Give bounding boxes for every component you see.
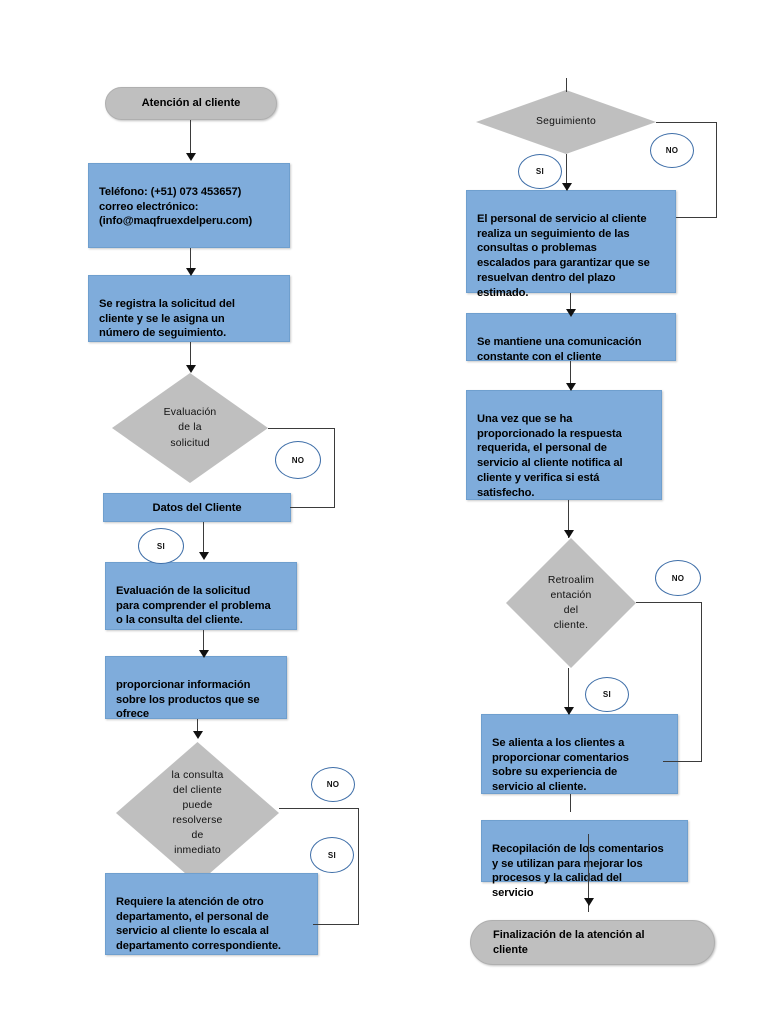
proporcionar-informacion-label: proporcionar información sobre los produ… — [116, 678, 260, 721]
connector-into-seguimiento — [566, 78, 567, 92]
arrowhead-respuesta — [566, 383, 576, 391]
decision-seguimiento[interactable]: Seguimiento — [476, 90, 656, 154]
connector-seguimiento-no-horizontal — [656, 122, 717, 123]
end-terminator-label: Finalización de la atención al cliente — [493, 929, 645, 956]
connector-consulta-branch-horizontal — [279, 808, 359, 809]
proporcionar-informacion-box[interactable]: proporcionar información sobre los produ… — [105, 656, 287, 721]
comunicacion-constante-label: Se mantiene una comunicación constante c… — [477, 335, 642, 363]
comentarios-label: Se alienta a los clientes a proporcionar… — [492, 736, 629, 794]
connector-retro-no-return — [663, 761, 702, 762]
connector-evaluacion-to-proporcionar — [203, 630, 204, 655]
escala-departamento-box[interactable]: Requiere la atención de otro departament… — [105, 873, 318, 955]
connector-contact-to-register — [190, 248, 191, 272]
datos-cliente-label: Datos del Cliente — [152, 502, 242, 515]
connector-register-to-evaluacion — [190, 342, 191, 370]
arrowhead-end — [584, 898, 594, 906]
connector-seguimiento-no-vertical — [716, 122, 717, 218]
arrowhead-contact — [186, 153, 196, 161]
recopilacion-label: Recopilación de los comentarios y se uti… — [492, 842, 664, 900]
connector-evaluacion-no-horizontal — [268, 428, 335, 429]
connector-proporcionar-to-consulta — [197, 719, 198, 737]
datos-cliente-box[interactable]: Datos del Cliente — [103, 493, 291, 522]
register-request-box[interactable]: Se registra la solicitud del cliente y s… — [88, 275, 290, 342]
arrowhead-comunicacion — [566, 309, 576, 317]
personal-seguimiento-label: El personal de servicio al cliente reali… — [477, 212, 650, 299]
connector-evaluacion-no-return — [290, 507, 335, 508]
badge-no-consulta-label: NO — [326, 780, 340, 789]
badge-si-seguimiento-label: SI — [535, 167, 545, 176]
recopilacion-box[interactable]: Recopilación de los comentarios y se uti… — [481, 820, 688, 899]
badge-no-seguimiento-label: NO — [665, 146, 679, 155]
connector-comentarios-to-recopilacion — [570, 794, 571, 812]
badge-no-evaluacion-label: NO — [291, 455, 305, 465]
start-terminator[interactable]: Atención al cliente — [105, 87, 277, 120]
badge-si-retro-label: SI — [602, 690, 612, 699]
connector-retro-si-vertical — [568, 668, 569, 714]
arrowhead-retro — [564, 530, 574, 538]
decision-consulta-inmediata[interactable]: la consulta del cliente puede resolverse… — [116, 742, 279, 884]
badge-si-seguimiento[interactable]: SI — [518, 154, 562, 189]
decision-evaluacion-label: Evaluación de la solicitud — [163, 407, 217, 449]
decision-retroalimentacion[interactable]: Retroalim entación del cliente. — [506, 538, 636, 668]
evaluacion-solicitud-label: Evaluación de la solicitud para comprend… — [116, 584, 271, 627]
decision-seguimiento-label: Seguimiento — [536, 116, 596, 128]
badge-si-consulta[interactable]: SI — [310, 837, 354, 873]
connector-seguimiento-si-vertical — [566, 154, 567, 190]
connector-consulta-branch-vertical — [358, 808, 359, 925]
end-terminator[interactable]: Finalización de la atención al cliente — [470, 920, 715, 965]
decision-consulta-label: la consulta del cliente puede resolverse… — [171, 769, 224, 857]
badge-no-retro[interactable]: NO — [655, 560, 701, 596]
connector-evaluacion-no-vertical — [334, 428, 335, 508]
connector-respuesta-to-retro — [568, 500, 569, 538]
badge-si-datos-cliente-label: SI — [156, 541, 166, 551]
decision-evaluacion-solicitud[interactable]: Evaluación de la solicitud — [112, 373, 268, 483]
evaluacion-solicitud-box[interactable]: Evaluación de la solicitud para comprend… — [105, 562, 297, 630]
respuesta-notificacion-box[interactable]: Una vez que se ha proporcionado la respu… — [466, 390, 662, 500]
connector-start-to-contact — [190, 120, 191, 155]
arrowhead-evaluacion-proc — [199, 552, 209, 560]
comentarios-box[interactable]: Se alienta a los clientes a proporcionar… — [481, 714, 678, 794]
badge-no-seguimiento[interactable]: NO — [650, 133, 694, 168]
badge-no-evaluacion[interactable]: NO — [275, 441, 321, 479]
connector-consulta-branch-return — [313, 924, 359, 925]
arrowhead-personal-seguimiento — [562, 183, 572, 191]
connector-seguimiento-no-return — [676, 217, 717, 218]
respuesta-notificacion-label: Una vez que se ha proporcionado la respu… — [477, 412, 623, 499]
decision-retroalimentacion-label: Retroalim entación del cliente. — [547, 574, 595, 632]
register-request-label: Se registra la solicitud del cliente y s… — [99, 297, 235, 340]
personal-seguimiento-box[interactable]: El personal de servicio al cliente reali… — [466, 190, 676, 299]
badge-no-consulta[interactable]: NO — [311, 767, 355, 802]
connector-retro-no-horizontal — [636, 602, 702, 603]
badge-no-retro-label: NO — [671, 573, 685, 583]
start-terminator-label: Atención al cliente — [141, 97, 241, 110]
arrowhead-register — [186, 268, 196, 276]
badge-si-datos-cliente[interactable]: SI — [138, 528, 184, 564]
badge-si-consulta-label: SI — [327, 850, 337, 860]
comunicacion-constante-box[interactable]: Se mantiene una comunicación constante c… — [466, 313, 676, 363]
arrowhead-proporcionar — [199, 650, 209, 658]
contact-info-label: Teléfono: (+51) 073 453657) correo elect… — [99, 185, 253, 228]
contact-info-box[interactable]: Teléfono: (+51) 073 453657) correo elect… — [88, 163, 290, 248]
badge-si-retro[interactable]: SI — [585, 677, 629, 712]
arrowhead-comentarios — [564, 707, 574, 715]
connector-recopilacion-to-end — [588, 834, 589, 912]
connector-comunicacion-to-respuesta — [570, 361, 571, 390]
connector-datos-to-evaluacion-proc — [203, 522, 204, 558]
connector-personal-to-comunicacion — [570, 293, 571, 315]
arrowhead-evaluacion — [186, 365, 196, 373]
arrowhead-consulta — [193, 731, 203, 739]
escala-departamento-label: Requiere la atención de otro departament… — [116, 895, 281, 953]
connector-retro-no-vertical — [701, 602, 702, 762]
